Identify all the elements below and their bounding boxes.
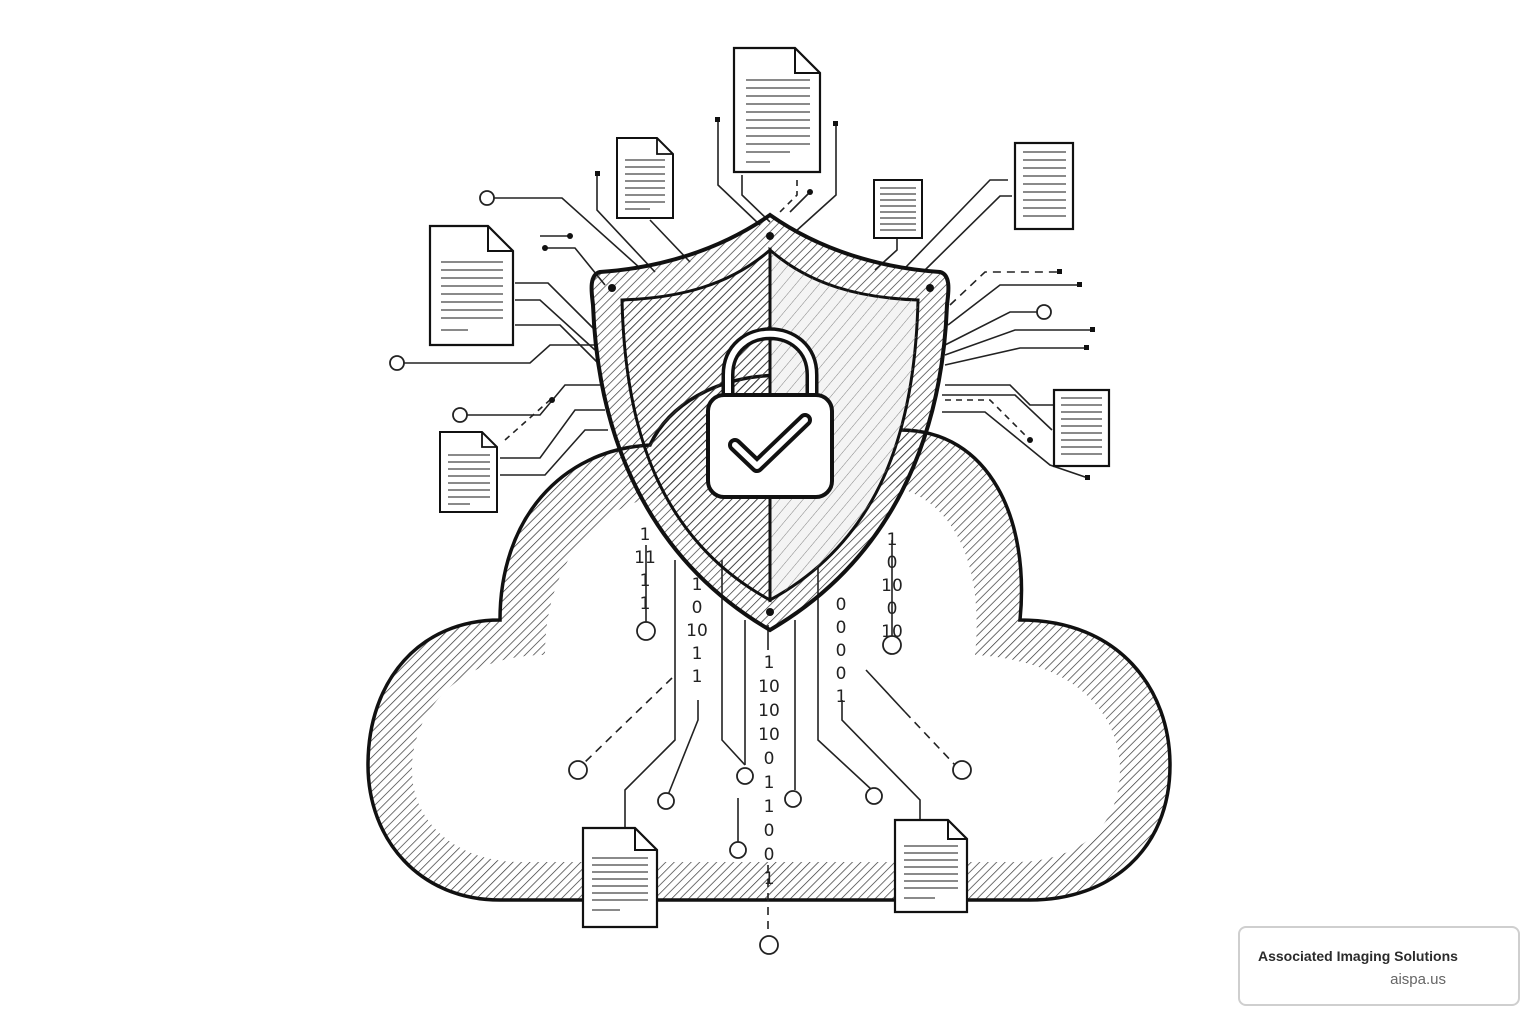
binary-digit: 0 xyxy=(764,845,775,865)
binary-digit: 10 xyxy=(881,576,903,596)
binary-digit: 10 xyxy=(881,622,903,642)
document-icon xyxy=(1052,388,1111,468)
binary-digit: 1 xyxy=(692,644,703,664)
circuit-trace-icon xyxy=(583,540,956,935)
binary-digit: 1 xyxy=(764,773,775,793)
binary-digit: 0 xyxy=(764,749,775,769)
circuit-trace-icon xyxy=(397,120,1093,479)
document-icon xyxy=(732,46,822,174)
connector-node xyxy=(389,190,1052,423)
binary-digit: 0 xyxy=(764,821,775,841)
binary-digit: 10 xyxy=(758,701,780,721)
watermark-badge: Associated Imaging Solutions aispa.us xyxy=(1238,926,1520,1006)
binary-digit: 10 xyxy=(686,621,708,641)
connector-node xyxy=(568,621,972,955)
binary-digit: 0 xyxy=(836,595,847,615)
padlock-icon xyxy=(706,327,834,499)
binary-digit: 11 xyxy=(634,548,656,568)
checkmark-icon xyxy=(728,413,812,473)
binary-digit: 1 xyxy=(692,667,703,687)
document-icon xyxy=(581,826,659,929)
binary-digit: 10 xyxy=(758,677,780,697)
document-icon xyxy=(873,179,923,239)
binary-digit: 0 xyxy=(836,618,847,638)
binary-digit: 1 xyxy=(764,797,775,817)
binary-digit: 1 xyxy=(640,571,651,591)
binary-digit: 0 xyxy=(836,641,847,661)
binary-digit: 1 xyxy=(692,575,703,595)
binary-digit: 1 xyxy=(640,594,651,614)
binary-digit: 10 xyxy=(758,725,780,745)
binary-digit: 1 xyxy=(887,530,898,550)
watermark-url: aispa.us xyxy=(1390,971,1446,988)
document-icon xyxy=(1013,141,1075,231)
document-icon xyxy=(616,137,674,219)
document-icon xyxy=(439,431,498,513)
binary-digit: 0 xyxy=(836,664,847,684)
document-icon xyxy=(428,224,515,347)
document-icon xyxy=(893,818,969,914)
binary-digit: 0 xyxy=(887,553,898,573)
binary-digit: 1 xyxy=(836,687,847,707)
binary-digit: 0 xyxy=(692,598,703,618)
binary-digit: 0 xyxy=(887,599,898,619)
binary-digit: 1 xyxy=(764,653,775,673)
binary-digit: 1 xyxy=(764,869,775,889)
watermark-company-name: Associated Imaging Solutions xyxy=(1258,948,1458,964)
binary-digit: 1 xyxy=(640,525,651,545)
